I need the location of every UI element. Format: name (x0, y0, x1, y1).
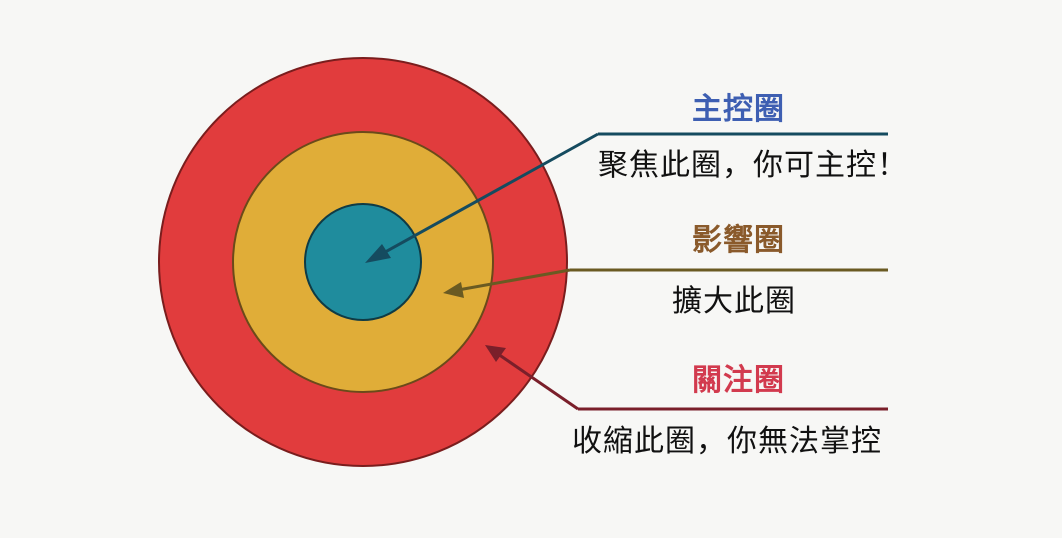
influence-arrow-line (457, 268, 571, 292)
circle-of-control (304, 203, 422, 321)
influence-title: 影響圈 (692, 223, 785, 258)
influence-description: 擴大此圈 (672, 284, 796, 319)
influence-arrowhead (443, 282, 464, 298)
control-arrowhead (365, 244, 391, 263)
concern-description: 收縮此圈，你無法掌控 (572, 424, 882, 459)
concern-arrow-line (497, 352, 579, 411)
control-description: 聚焦此圈，你可主控！ (598, 148, 908, 183)
control-title: 主控圈 (692, 92, 785, 127)
concern-title: 關注圈 (692, 363, 785, 398)
concern-arrowhead (485, 345, 506, 362)
control-arrow-line (377, 132, 599, 258)
